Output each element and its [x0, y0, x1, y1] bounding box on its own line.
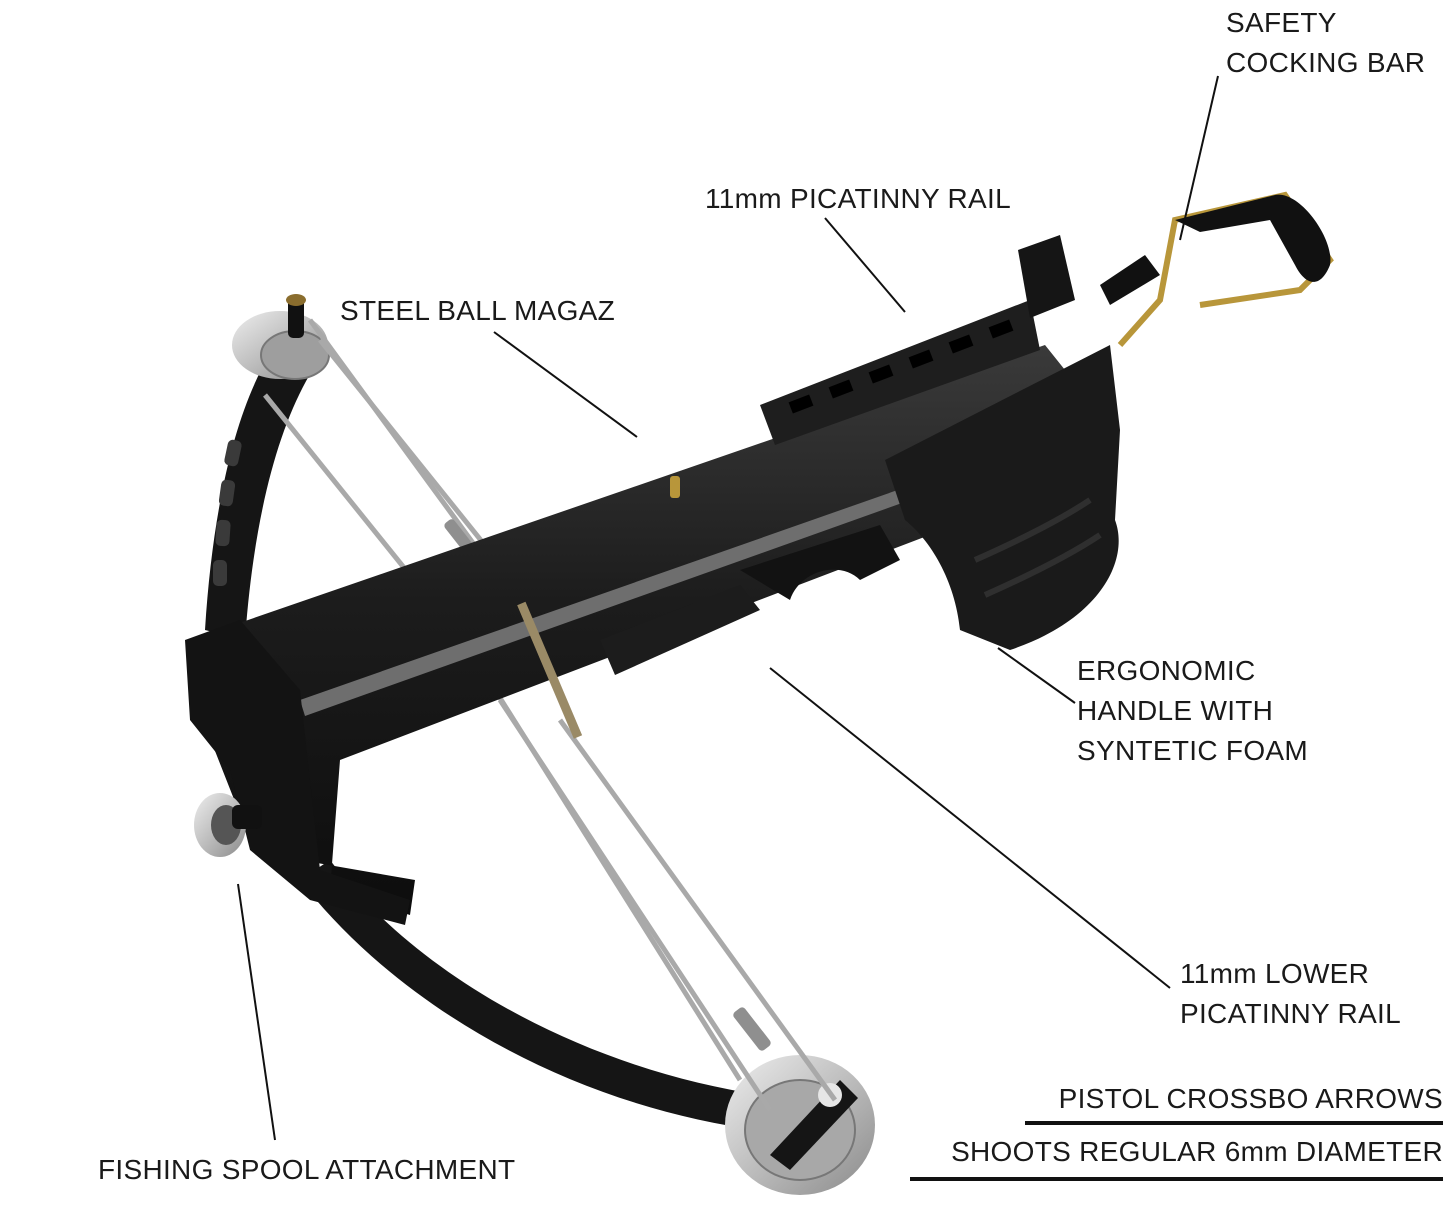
- fishing-spool: [194, 793, 262, 857]
- upper-limb: [205, 318, 330, 640]
- label-steel-ball-magazine: STEEL BALL MAGAZ: [340, 295, 616, 326]
- note-arrows-line1: PISTOL CROSSBO ARROWS: [1058, 1083, 1443, 1114]
- label-picatinny-rail: 11mm PICATINNY RAIL: [705, 183, 1011, 214]
- front-head-block: [185, 620, 410, 925]
- brass-pin: [670, 476, 680, 498]
- upper-limb-cutouts: [213, 439, 242, 586]
- note-underline-1: [1025, 1121, 1443, 1125]
- label-ergonomic-handle: ERGONOMIC HANDLE WITH SYNTETIC FOAM: [1077, 655, 1309, 766]
- note-underline-2: [910, 1177, 1443, 1181]
- steel-arrow: [517, 601, 583, 739]
- label-safety-cocking-bar: SAFETY COCKING BAR: [1226, 7, 1426, 78]
- lower-picatinny-rail: [600, 585, 760, 675]
- top-picatinny-rail: [760, 235, 1075, 445]
- leader-lines: [237, 75, 1219, 1141]
- note-arrows-line2: SHOOTS REGULAR 6mm DIAMETER: [951, 1136, 1443, 1167]
- ergonomic-handle: [885, 345, 1120, 650]
- lower-cam-wheel: [725, 1055, 875, 1195]
- label-lower-picatinny-rail: 11mm LOWER PICATINNY RAIL: [1180, 958, 1401, 1029]
- upper-cam-wheel: [232, 294, 330, 380]
- label-fishing-spool: FISHING SPOOL ATTACHMENT: [98, 1154, 516, 1185]
- barrel-highlight: [300, 440, 1045, 716]
- handle-grip-grooves: [973, 497, 1102, 598]
- safety-cocking-bar: [1100, 191, 1334, 347]
- trigger-guard: [740, 525, 900, 600]
